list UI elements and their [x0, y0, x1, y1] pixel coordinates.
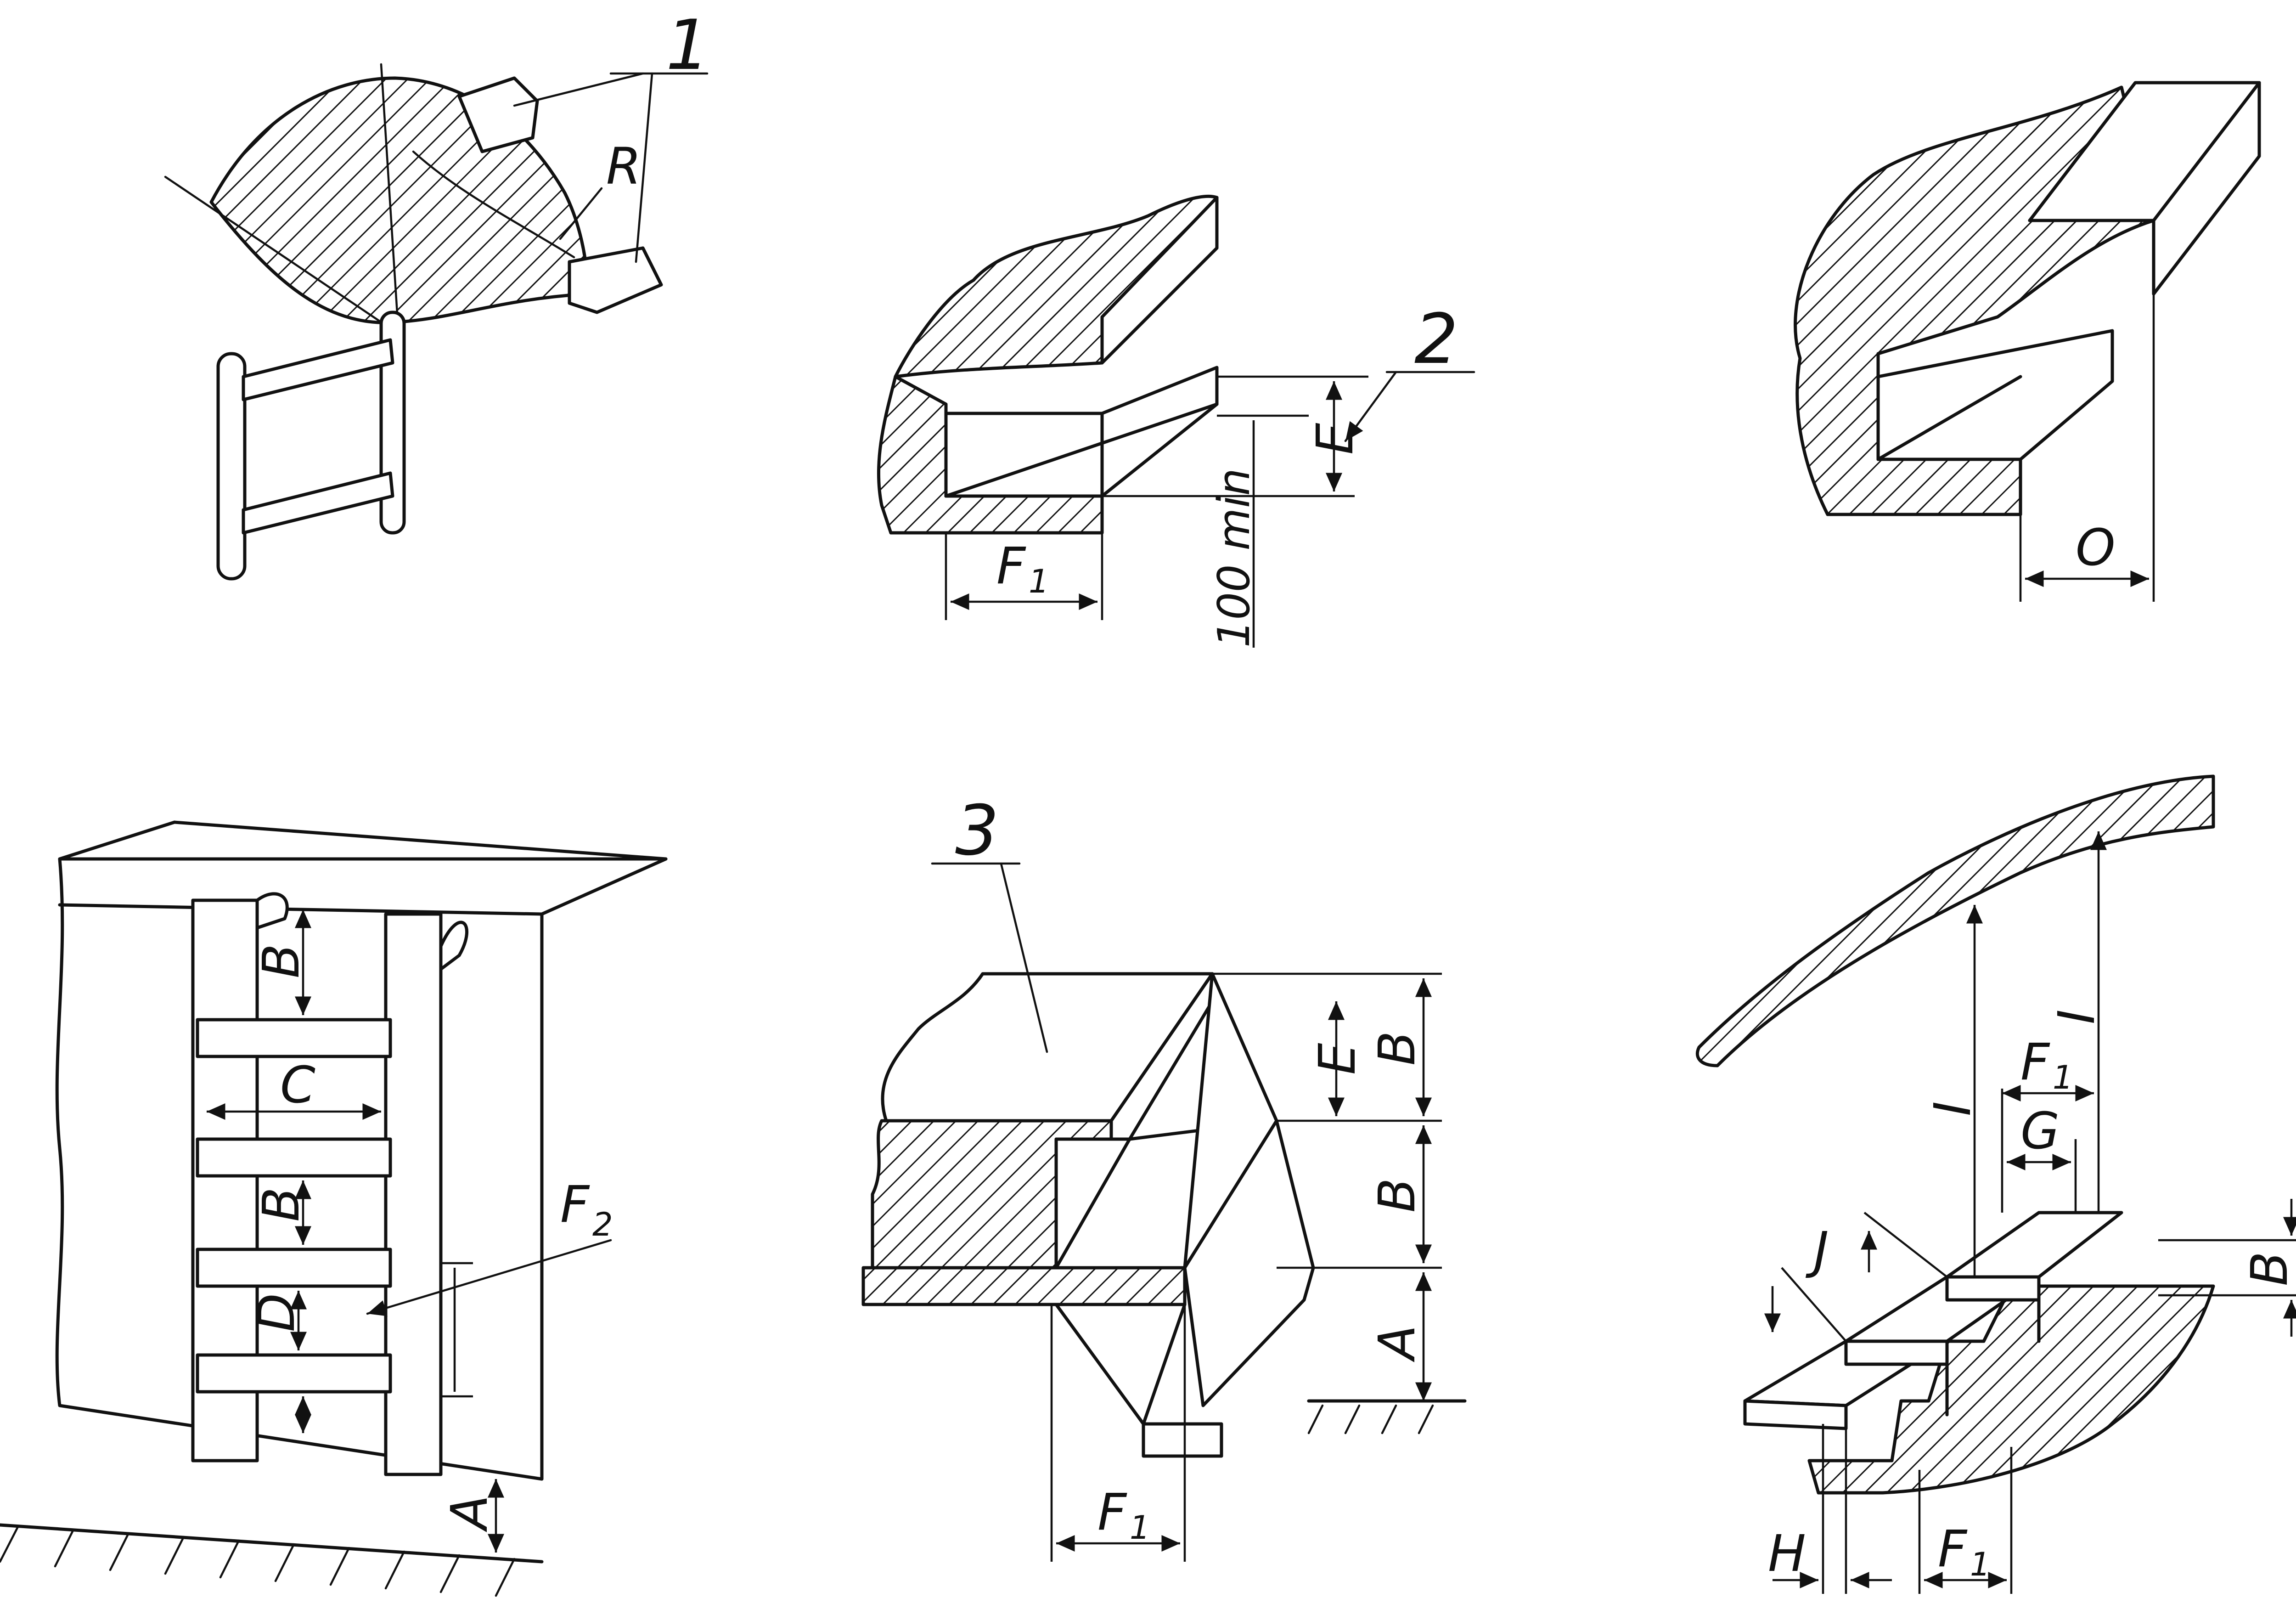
label-B-3: B — [1367, 1031, 1426, 1066]
panel-wall-ladder: B C B D F 2 A — [0, 820, 668, 1597]
label-F1-4-sub: 1 — [1970, 1546, 1991, 1583]
ladder-top-bend-right — [439, 920, 469, 971]
step-2-front — [1844, 1339, 1949, 1366]
label-F1-4: F — [1938, 1519, 1968, 1578]
label-F1-3: F — [2020, 1033, 2050, 1091]
label-F1-sub: 1 — [1029, 563, 1049, 600]
label-B-1: B — [252, 944, 310, 978]
hatched-wall-upper — [894, 194, 1219, 378]
ladder-right-rail — [384, 912, 443, 1476]
label-B-4: B — [1367, 1178, 1426, 1213]
ladder-rung-upper — [242, 338, 394, 401]
diag-4 — [1183, 1119, 1278, 1270]
label-E-2: E — [1308, 1043, 1367, 1075]
label-F1-3-sub: 1 — [2053, 1059, 2073, 1096]
step-side-face — [1183, 972, 1315, 1407]
callout-2: 2 — [1414, 299, 1458, 379]
diag-1 — [1054, 1303, 1145, 1426]
ground-line — [0, 1523, 544, 1564]
step-3-front — [1945, 1275, 2041, 1302]
diag-3 — [1054, 1137, 1131, 1270]
ext-J-b — [1863, 1212, 1948, 1278]
ext-J-a — [1781, 1267, 1847, 1342]
hatched-wall-low — [861, 1266, 1187, 1306]
panel-wall-steps: 3 E B B A F 1 — [861, 791, 1467, 1562]
slab-top-edge — [2152, 81, 2261, 222]
rung-2 — [196, 1137, 392, 1178]
label-G: G — [2020, 1101, 2060, 1160]
anchor-block-lower — [568, 246, 663, 314]
rung-4 — [196, 1353, 392, 1394]
label-B-2: B — [252, 1187, 310, 1222]
upper-slab-top — [881, 972, 1214, 1123]
ladder-top-bend-left — [255, 892, 289, 930]
step-front-face — [1100, 196, 1219, 365]
label-J: J — [1805, 1221, 1829, 1280]
slope-line — [164, 175, 405, 339]
radius-leader — [559, 187, 603, 240]
label-C: C — [280, 1056, 315, 1114]
label-R: R — [606, 137, 641, 196]
callout-2-leader — [1344, 371, 1397, 442]
label-A: A — [440, 1495, 499, 1532]
label-O: O — [2076, 518, 2116, 577]
label-F1-2: F — [1097, 1483, 1127, 1542]
rung-1 — [196, 1018, 392, 1058]
callout-1: 1 — [666, 6, 709, 85]
label-F2-sub: 2 — [592, 1206, 613, 1243]
anchor-block-upper — [457, 76, 539, 153]
label-F1-2-sub: 1 — [1130, 1509, 1150, 1547]
label-F1: F — [996, 536, 1026, 595]
step-1-front — [1743, 1399, 1848, 1430]
upper-step-face — [1109, 972, 1214, 1141]
axis-line — [380, 63, 401, 350]
step-3-tread — [1945, 1211, 2123, 1279]
diag-2 — [1142, 1303, 1187, 1426]
label-I-1: I — [1923, 1101, 1982, 1116]
panel-ladder-hoop: 1 R — [164, 6, 709, 581]
hatched-stair-mass — [1807, 1284, 2215, 1495]
ladder-rail-left — [216, 352, 247, 581]
label-F2: F — [560, 1175, 590, 1234]
label-I-2: I — [2047, 1010, 2106, 1024]
callout-3: 3 — [955, 791, 999, 871]
callout-1-leader-b — [635, 72, 653, 263]
panel-recessed-step: E 100 min F 1 2 — [877, 194, 1475, 648]
label-A-2: A — [1367, 1325, 1426, 1362]
bottom-step-block — [1142, 1422, 1223, 1458]
label-H: H — [1768, 1524, 1806, 1583]
wall-top-left — [58, 820, 176, 861]
panel-stair-slope: I I F 1 G B J H F 1 — [1695, 774, 2296, 1594]
sloped-ceiling — [1695, 774, 2215, 1067]
ground-hatch-2 — [1307, 1404, 1434, 1434]
radius-arc — [412, 150, 575, 259]
label-D: D — [247, 1293, 306, 1332]
niche-diagonal — [1876, 375, 2022, 461]
ground-hatch — [0, 1525, 516, 1597]
wall-top-right — [173, 820, 668, 861]
panel-overhang: O — [1794, 81, 2261, 602]
callout-3-leader — [1000, 862, 1048, 1053]
step-tread — [944, 366, 1219, 498]
ladder-rung-lower — [242, 471, 394, 535]
label-B-5: B — [2240, 1252, 2296, 1286]
tread-diagonal — [944, 402, 1219, 498]
rung-3 — [196, 1248, 392, 1288]
label-100min: 100 min — [1209, 468, 1260, 648]
F2-leader — [366, 1239, 612, 1316]
callout-1-leader-a — [513, 72, 644, 107]
